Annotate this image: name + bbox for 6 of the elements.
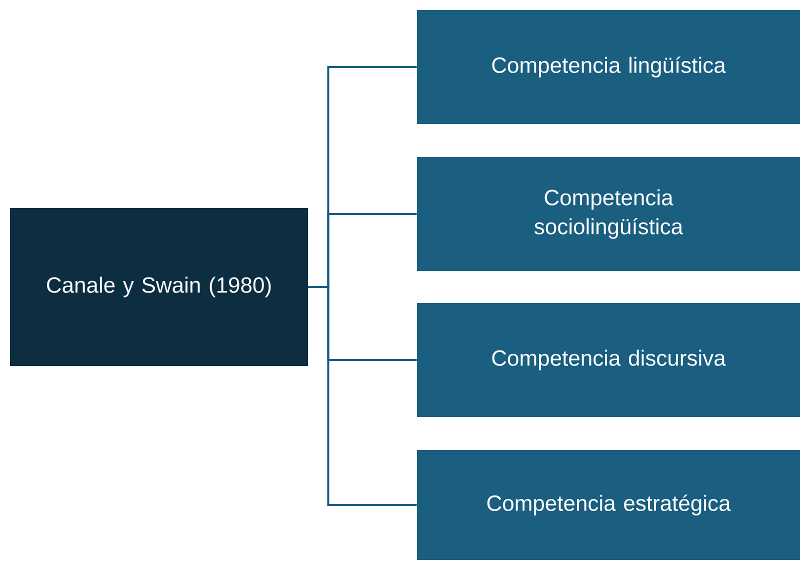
text-box: Canale y Swain (1980): [10, 208, 308, 366]
text-box: Competencia sociolingüística: [417, 156, 800, 271]
connector-line: [308, 286, 417, 506]
text-box: Competencia lingüística: [417, 10, 800, 124]
text-box: Competencia discursiva: [417, 302, 800, 417]
text-box: Competencia estratégica: [417, 450, 800, 560]
